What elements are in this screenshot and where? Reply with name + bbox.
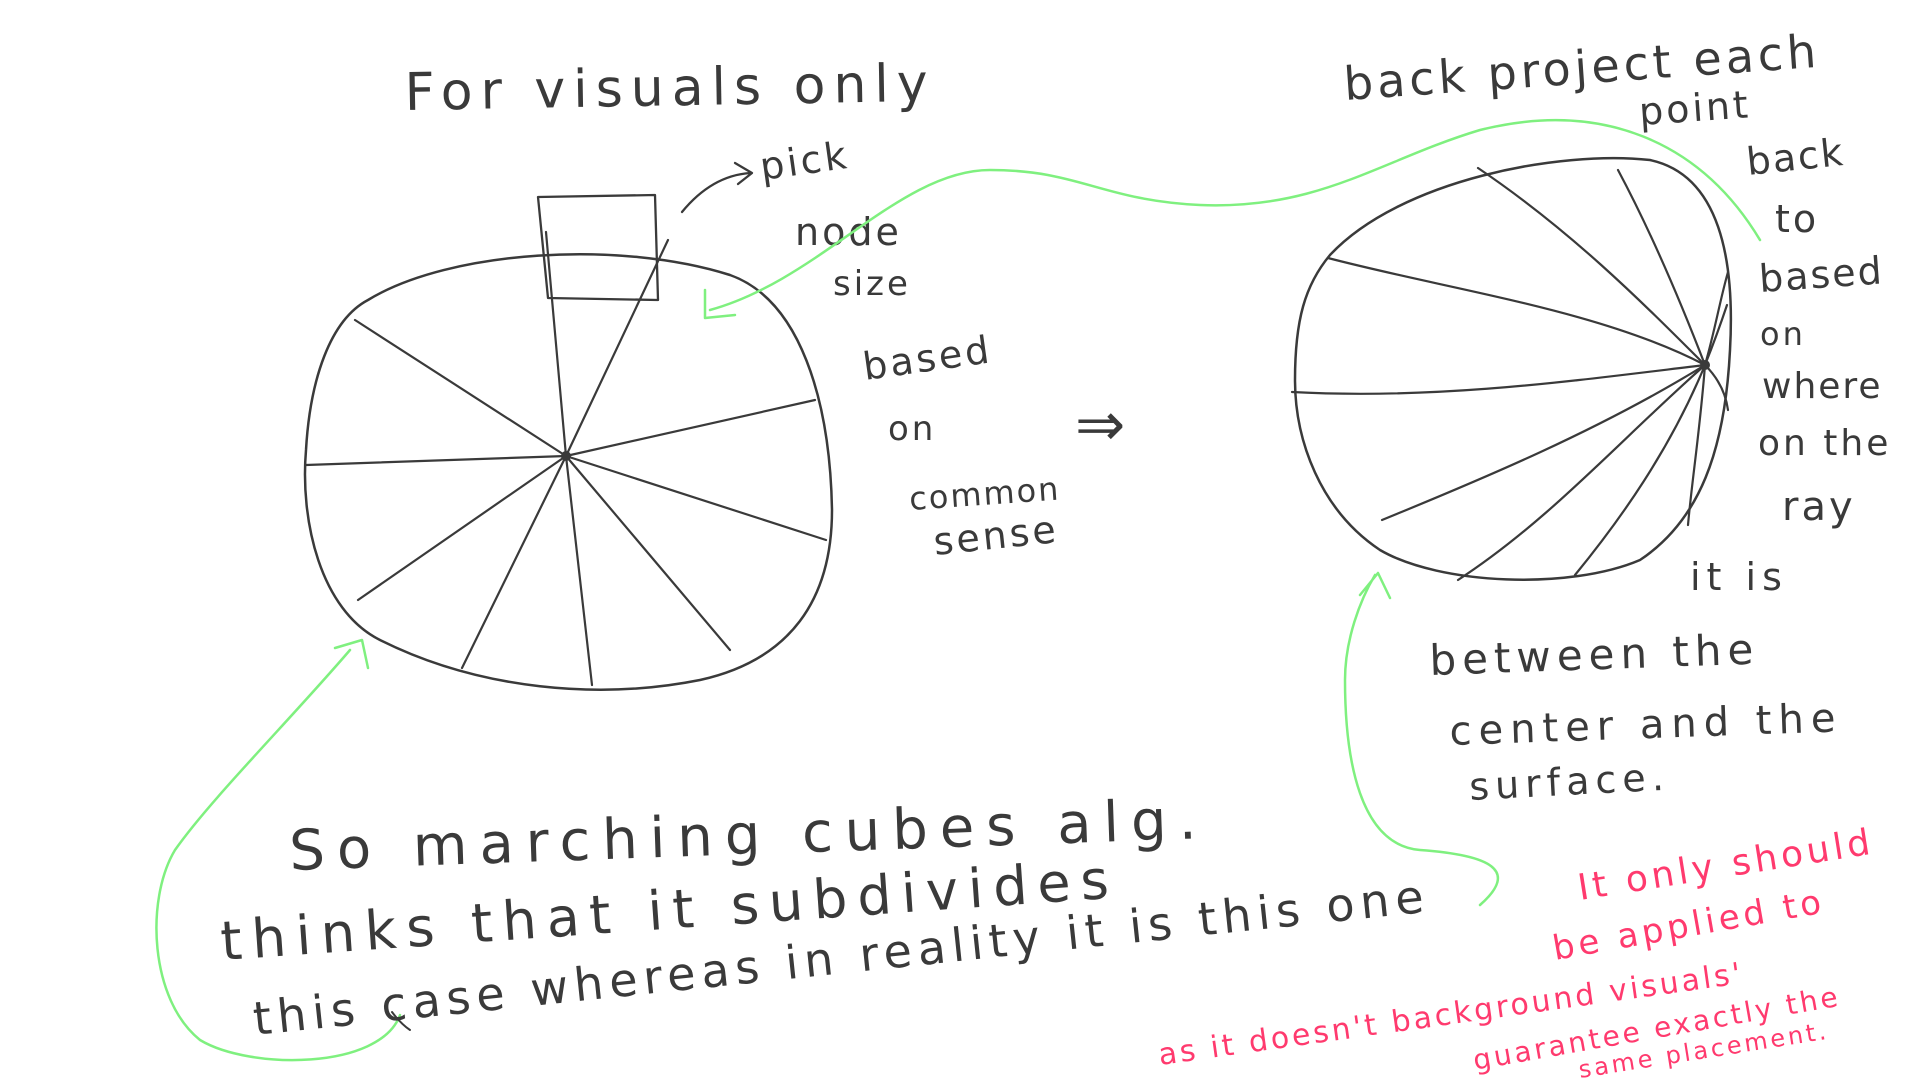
node-note-line2: node [795, 210, 902, 254]
common-sense-line4: sense [931, 507, 1060, 564]
left-circle [303, 253, 834, 691]
right-spokes [1290, 166, 1730, 582]
bottom-note-surface: surface. [1468, 755, 1671, 809]
node-note-line1: pick [757, 133, 852, 189]
side-note-where: where [1762, 366, 1883, 407]
common-sense-line1: based [860, 327, 995, 389]
bottom-note-it-is: it is [1690, 555, 1788, 599]
bottom-text: So marching cubes alg. thinks that it su… [219, 787, 1433, 1046]
side-note-based: based [1758, 248, 1885, 301]
right-circle [1293, 156, 1733, 581]
left-center-dot [561, 451, 571, 461]
node-note-line3: size [833, 264, 911, 304]
side-note-on-the: on the [1758, 423, 1891, 464]
pick-arrow [680, 161, 754, 214]
side-note-to: to [1775, 197, 1819, 241]
side-note-back: back [1744, 130, 1846, 184]
left-this-arrow [155, 638, 402, 1062]
left-diagram: For visuals only pick node size based on… [303, 54, 1125, 691]
left-title: For visuals only [404, 54, 936, 123]
green-arrows [155, 119, 1762, 1062]
right-header-line2: point [1638, 82, 1753, 134]
red-note-line1: It only should [1575, 822, 1877, 909]
common-sense-line2: on [888, 409, 936, 449]
left-spokes [304, 230, 828, 687]
right-diagram: back project each point back to based on… [1290, 24, 1891, 809]
side-note-ray: ray [1782, 484, 1856, 530]
bottom-note-between: between the [1429, 625, 1760, 685]
red-note: It only should be applied to as it doesn… [1156, 822, 1877, 1080]
this-underline [391, 1011, 411, 1031]
side-note-on: on [1760, 315, 1806, 353]
node-size-box [536, 193, 660, 302]
right-project-point [1700, 360, 1710, 370]
implies-arrow: ⇒ [1075, 390, 1125, 460]
back-project-arrow [703, 119, 1762, 320]
bottom-note-center: center and the [1449, 695, 1843, 755]
right-this-one-arrow [1343, 571, 1500, 907]
